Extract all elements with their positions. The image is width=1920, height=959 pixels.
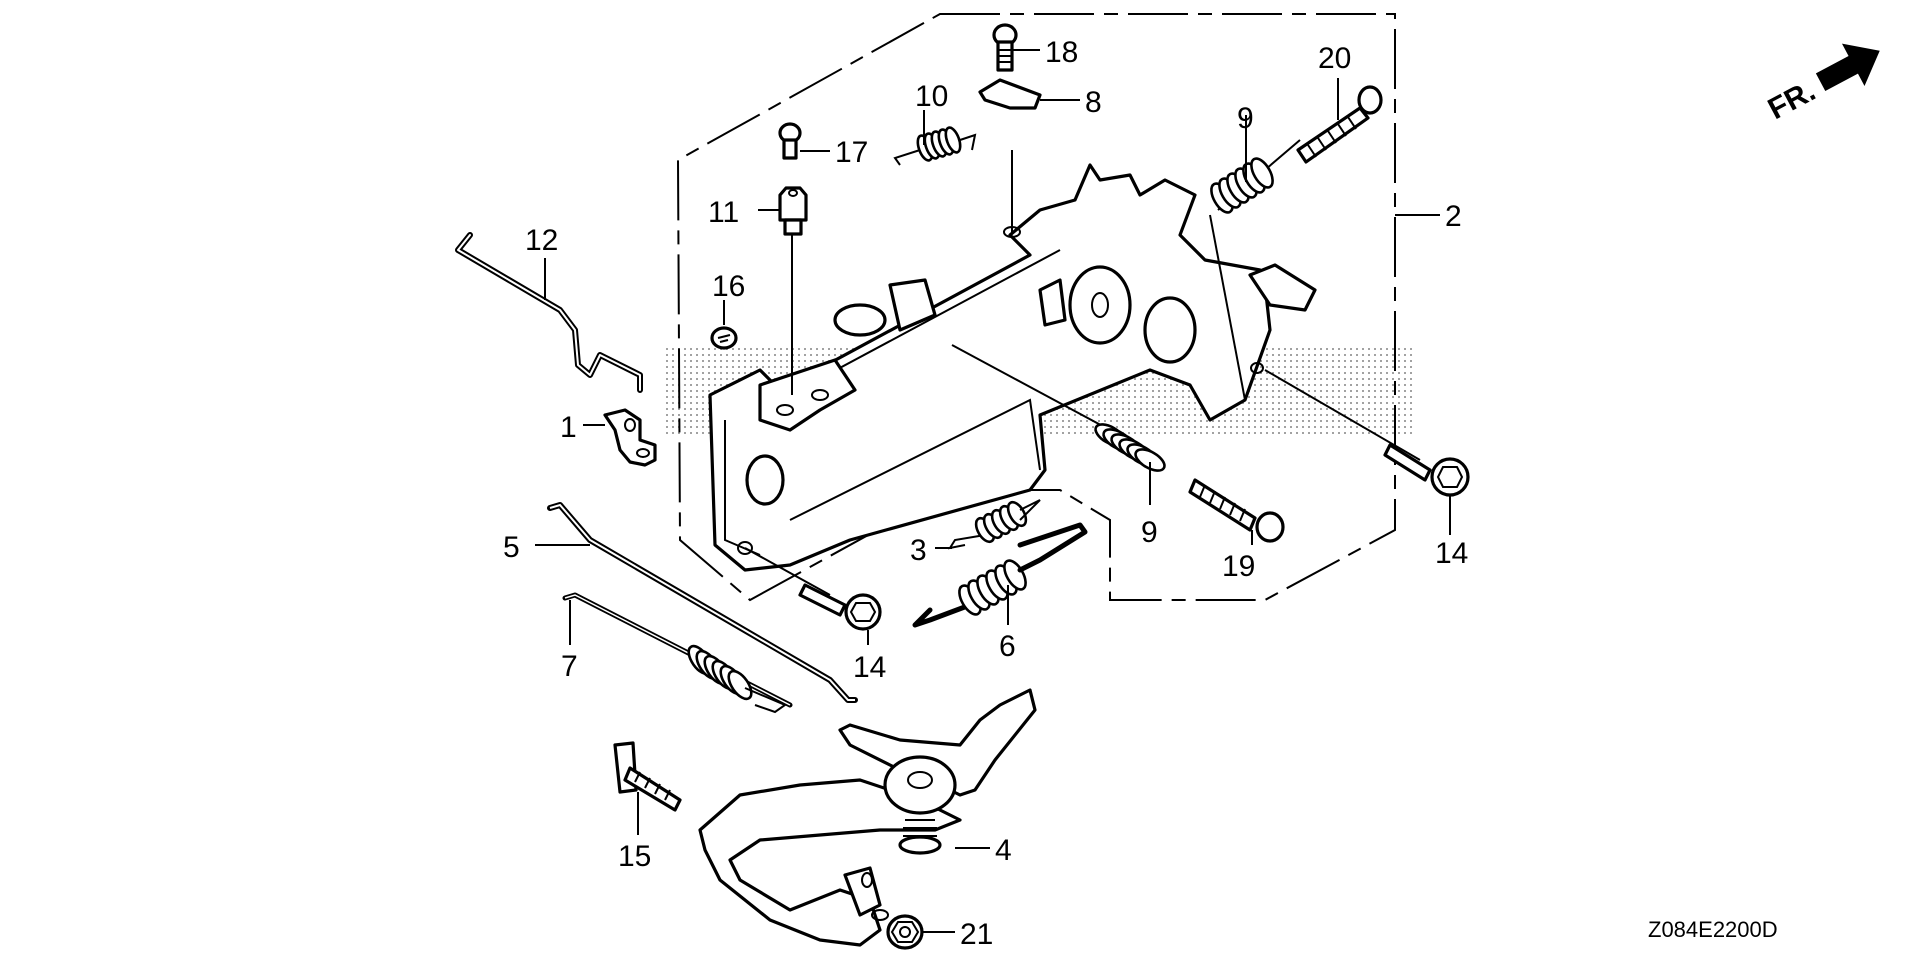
callout-11[interactable]: 11 [708, 196, 739, 229]
callout-1[interactable]: 1 [560, 411, 577, 444]
leader-guide [744, 547, 831, 596]
holder-1 [603, 408, 657, 467]
callout-2[interactable]: 2 [1445, 200, 1462, 233]
callout-3[interactable]: 3 [910, 534, 927, 567]
flange-bolt-14-left [798, 583, 882, 631]
front-label: FR. [1763, 74, 1821, 126]
rod-spring-7 [562, 592, 793, 714]
rod-12 [455, 232, 643, 393]
spring-6 [912, 522, 1088, 628]
callout-16[interactable]: 16 [712, 270, 745, 303]
spring-3 [947, 499, 1041, 550]
leader-guide [951, 344, 1111, 431]
control-lever-assembly-4 [698, 688, 1037, 947]
callout-12[interactable]: 12 [525, 224, 558, 257]
screw-18 [992, 23, 1018, 72]
callout-5[interactable]: 5 [503, 531, 520, 564]
assembly-boundary [676, 13, 1396, 602]
control-base-bracket [708, 163, 1317, 572]
screw-15 [613, 741, 682, 812]
spring-10 [893, 126, 977, 166]
bolt-20 [1296, 85, 1383, 164]
screw-17 [778, 122, 802, 160]
callout-10[interactable]: 10 [915, 80, 948, 113]
callout-14-right[interactable]: 14 [1435, 537, 1468, 570]
callout-4[interactable]: 4 [995, 834, 1012, 867]
callout-19[interactable]: 19 [1222, 550, 1255, 583]
front-direction-indicator: FR. [1763, 43, 1880, 126]
arrow-front-icon [1815, 43, 1880, 92]
callout-14-left[interactable]: 14 [853, 651, 886, 684]
clip-16 [710, 326, 738, 350]
nut-11 [778, 186, 808, 236]
callout-20[interactable]: 20 [1318, 42, 1351, 75]
flange-nut-21 [886, 914, 924, 950]
spring-9-upper [1210, 157, 1274, 214]
callout-8[interactable]: 8 [1085, 86, 1102, 119]
callout-17[interactable]: 17 [835, 136, 868, 169]
spring-9-lower [1094, 423, 1166, 472]
bolt-19 [1188, 478, 1285, 543]
callout-9-lower[interactable]: 9 [1141, 516, 1158, 549]
leader-lines [535, 49, 1451, 933]
callout-15[interactable]: 15 [618, 840, 651, 873]
clip-8 [978, 78, 1042, 110]
callout-6[interactable]: 6 [999, 630, 1016, 663]
leader-guide [1264, 369, 1421, 461]
flange-bolt-14-right [1383, 443, 1470, 497]
callout-21[interactable]: 21 [960, 918, 993, 951]
callout-7[interactable]: 7 [561, 650, 578, 683]
reference-code: Z084E2200D [1648, 917, 1778, 942]
callout-9-upper[interactable]: 9 [1237, 102, 1254, 135]
callout-18[interactable]: 18 [1045, 36, 1078, 69]
